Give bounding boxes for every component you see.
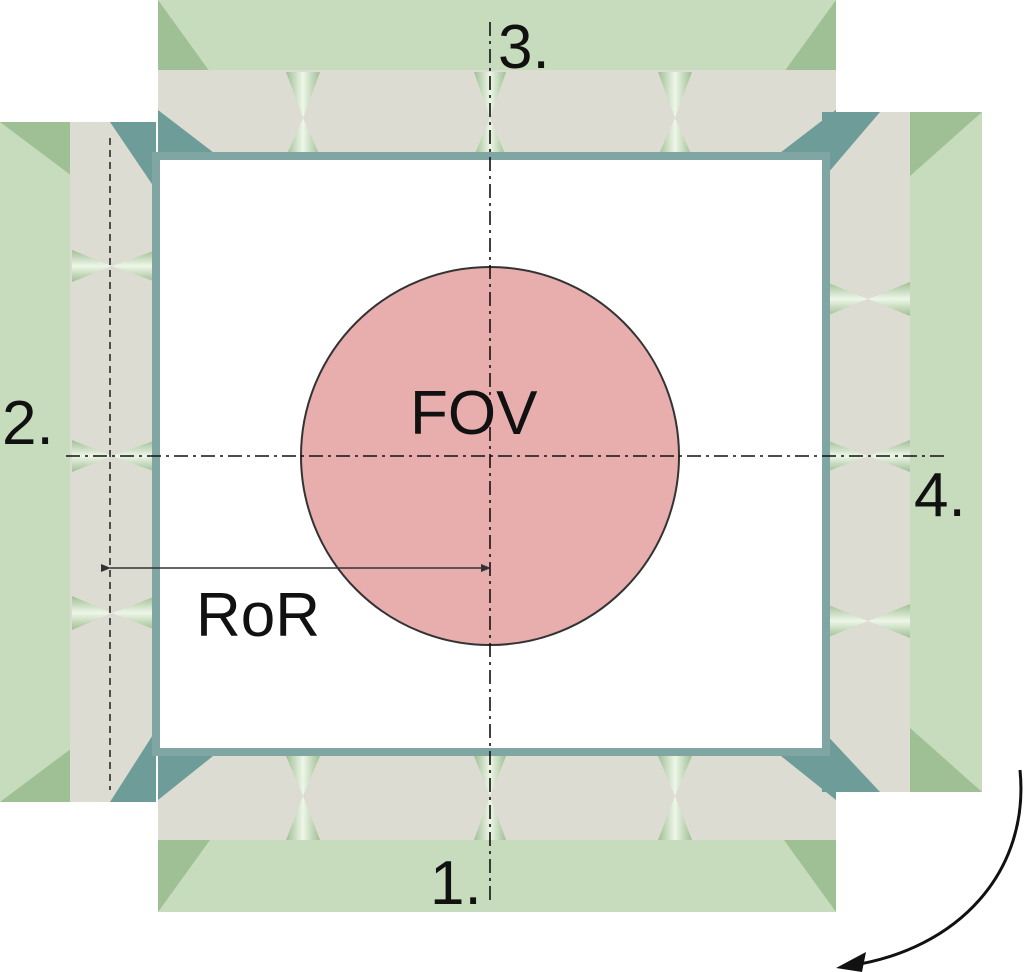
detector-top-plate-bevel-right	[784, 0, 836, 72]
collimator-septum	[826, 282, 910, 316]
detector-right-corner-top	[822, 112, 880, 180]
detector-head-top	[158, 0, 836, 156]
detector-right-collimators	[826, 282, 910, 638]
detector-1-label: 1.	[430, 849, 482, 918]
fov-label: FOV	[410, 379, 538, 448]
detector-left-corner-top	[110, 122, 156, 190]
detector-bottom-plate	[158, 840, 836, 912]
detector-left-plate-bevel-bottom	[0, 748, 72, 802]
detector-right-plate-bevel-bottom	[910, 728, 982, 792]
rotation-direction-arrow	[836, 769, 1023, 972]
detector-left-plate-bevel-top	[0, 122, 72, 176]
detector-head-right	[822, 112, 982, 792]
detector-top-corner-left	[158, 110, 218, 156]
rotation-arrowhead	[836, 952, 866, 972]
collimator-septum	[286, 72, 320, 156]
collimator-septum	[658, 72, 692, 156]
center-axes	[66, 22, 948, 900]
detector-head-bottom	[158, 752, 836, 912]
detector-bottom-plate-bevel-left	[158, 840, 210, 912]
detector-4-label: 4.	[914, 461, 966, 530]
detector-3-label: 3.	[498, 13, 550, 82]
detector-right-plate-bevel-top	[910, 112, 982, 176]
collimator-septum	[658, 756, 692, 840]
collimator-septum	[72, 596, 156, 630]
detector-top-plate	[158, 0, 836, 72]
detector-bottom-corner-left	[158, 752, 218, 800]
detector-right-plate	[910, 112, 982, 792]
rotation-arc	[847, 769, 1023, 968]
detector-right-corner-bottom	[822, 730, 880, 792]
detector-top-corner-right	[776, 110, 836, 156]
collimator-septum	[72, 250, 156, 282]
detector-top-plate-bevel-left	[158, 0, 210, 72]
detector-bottom-corner-right	[776, 752, 836, 800]
detector-left-corner-bottom	[110, 730, 156, 802]
ror-label: RoR	[196, 581, 320, 650]
gantry-frame	[152, 152, 830, 756]
collimator-septum	[826, 604, 910, 638]
detector-bottom-plate-bevel-right	[784, 840, 836, 912]
detector-head-left	[0, 122, 156, 802]
detector-left-plate	[0, 122, 72, 802]
detector-2-label: 2.	[2, 389, 54, 458]
collimator-septum	[286, 756, 320, 840]
